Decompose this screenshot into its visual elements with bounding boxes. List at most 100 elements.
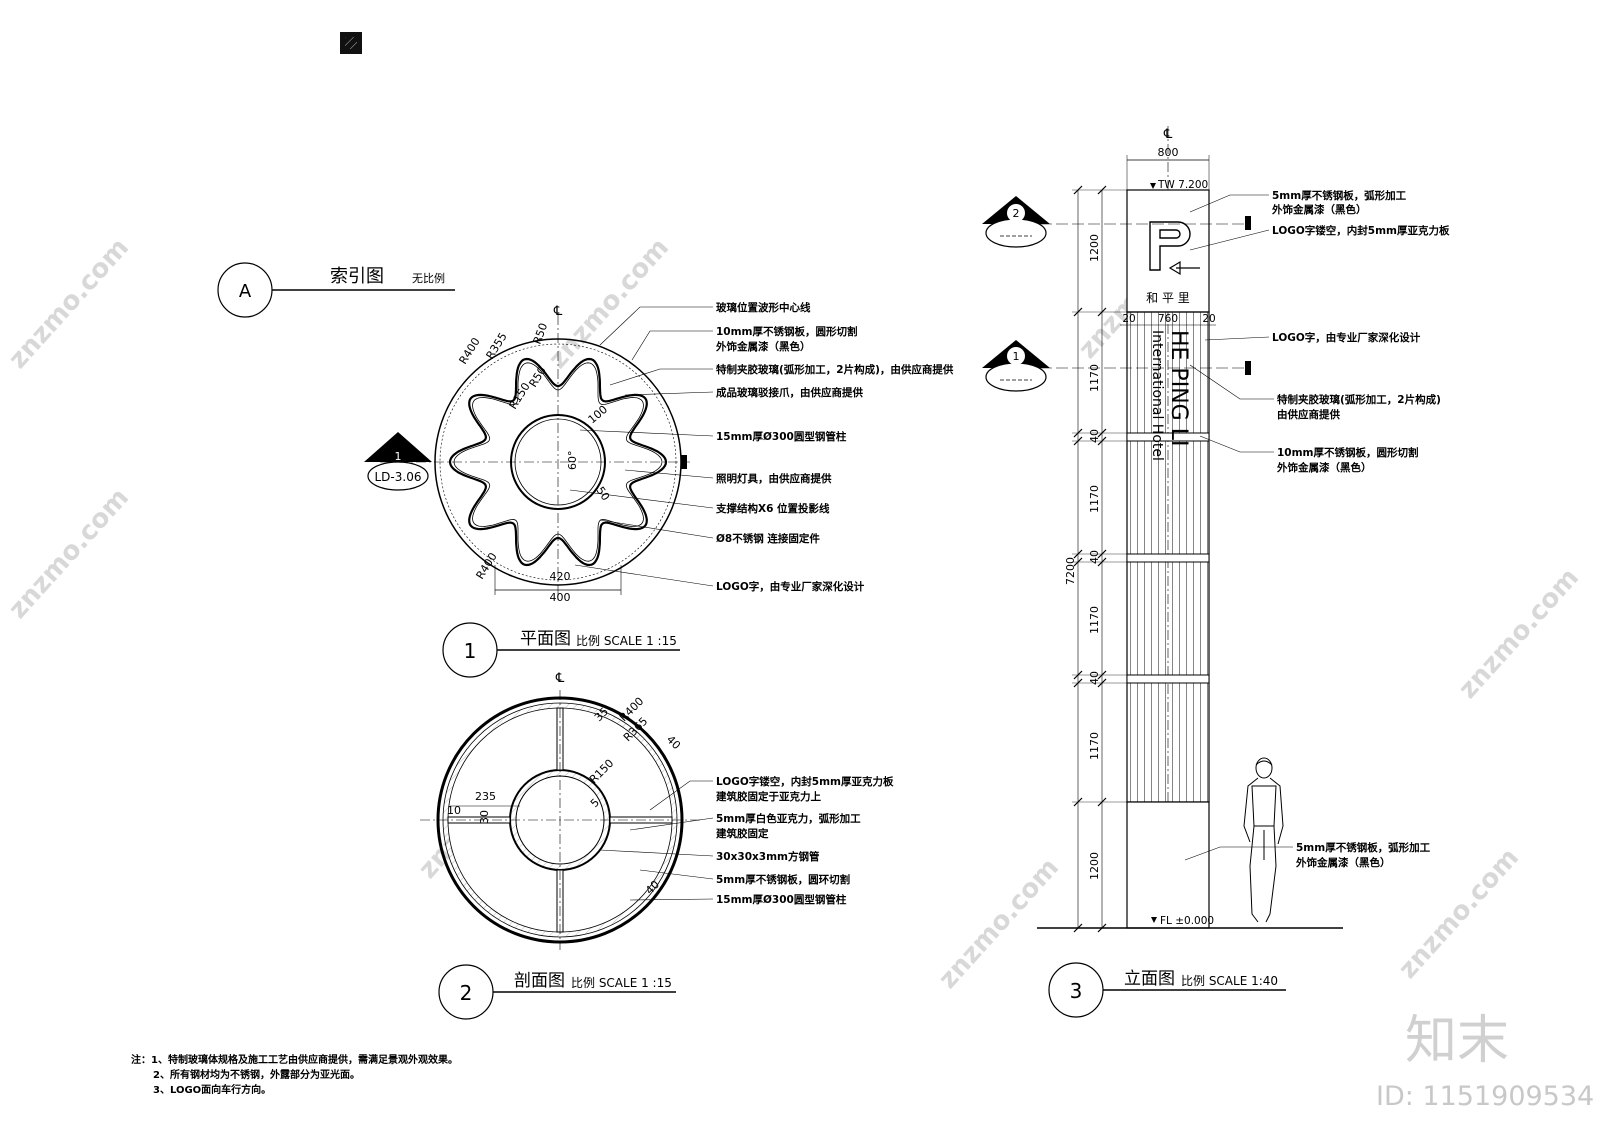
leader-line	[599, 306, 713, 346]
leader-line	[569, 489, 714, 509]
elevation-note: LOGO字镂空，内封5mm厚亚克力板	[1272, 224, 1450, 237]
elevation-left-dim: 40	[1088, 671, 1101, 685]
section-note: 建筑胶固定于亚克力上	[715, 790, 821, 803]
plan-dim-r50-a: R50	[531, 321, 551, 346]
elevation-left-dim: 1200	[1088, 234, 1101, 262]
section-note: 5mm厚不锈钢板，圆环切割	[716, 873, 850, 886]
human-scale-figure-icon	[1243, 757, 1284, 923]
plan-dim-r400-top: R400	[457, 335, 483, 366]
leader-line	[1204, 336, 1270, 341]
general-note: 3、LOGO面向车行方向。	[153, 1083, 271, 1096]
section-note: LOGO字镂空，内封5mm厚亚克力板	[716, 775, 894, 788]
brand-watermark: 知末 ID: 1151909534	[1376, 1011, 1594, 1112]
plan-note: 外饰金属漆（黑色）	[715, 340, 811, 353]
index-title-block: A 索引图 无比例	[217, 262, 455, 318]
plan-note: LOGO字，由专业厂家深化设计	[716, 580, 865, 593]
elevation-section-tag-1: 1	[982, 340, 1050, 392]
elevation-note: 外饰金属漆（黑色）	[1295, 856, 1391, 869]
section-title: 剖面图	[514, 971, 565, 991]
section-centerline-mark: ℄	[555, 671, 565, 686]
elevation-left-dim: 1170	[1088, 485, 1101, 513]
plan-note: 成品玻璃驳接爪，由供应商提供	[716, 386, 863, 399]
general-notes: 注：1、特制玻璃体规格及施工工艺由供应商提供，需满足景观外观效果。 2、所有钢材…	[131, 1053, 458, 1096]
elevation-subdim-left: 20	[1122, 313, 1135, 325]
elevation-tag-num: 2	[1013, 207, 1020, 220]
watermark-text: znzmo.com	[543, 233, 675, 375]
brand-logo-text: 知末	[1405, 1011, 1509, 1071]
plan-title-block: 1 平面图 比例 SCALE 1 :15	[442, 622, 680, 678]
elevation-note: 由供应商提供	[1277, 408, 1340, 421]
watermark-text: znzmo.com	[1453, 563, 1585, 705]
elevation-vertical-text-sub: International Hotel	[1149, 330, 1165, 461]
elevation-note: 特制夹胶玻璃(弧形加工，2片构成)	[1277, 393, 1441, 406]
plan-section-tag-ref: LD-3.06	[375, 470, 422, 484]
index-letter: A	[239, 281, 252, 302]
section-note: 建筑胶固定	[715, 827, 769, 840]
index-scale: 无比例	[412, 271, 445, 285]
section-scale: 比例 SCALE 1 :15	[571, 976, 672, 990]
leader-line	[574, 564, 714, 587]
watermark-text: znzmo.com	[933, 853, 1065, 995]
leader-line	[609, 368, 713, 386]
plan-dim-angle: 60°	[566, 451, 579, 471]
elevation-number: 3	[1070, 979, 1083, 1003]
elevation-left-dim: 1170	[1088, 606, 1101, 634]
watermark-text: znzmo.com	[3, 233, 135, 375]
plan-title: 平面图	[520, 629, 571, 649]
plan-centerline-mark: ℄	[553, 304, 563, 319]
section-note: 15mm厚Ø300圆型钢管柱	[716, 893, 847, 906]
watermark-text: znzmo.com	[3, 483, 135, 625]
elevation-top-dim: 800	[1158, 146, 1179, 159]
leader-line	[1189, 364, 1274, 400]
leader-line	[579, 429, 714, 437]
plan-note: 照明灯具，由供应商提供	[716, 472, 832, 485]
plan-dim-50: 50	[594, 484, 613, 503]
elevation-note: LOGO字，由专业厂家深化设计	[1272, 331, 1421, 344]
leader-line	[629, 817, 714, 831]
section-note: 30x30x3mm方钢管	[716, 850, 820, 863]
arrow-left-icon	[1168, 260, 1200, 276]
section-dim-10: 10	[447, 804, 461, 817]
leader-line	[624, 391, 714, 396]
section-title-block: 2 剖面图 比例 SCALE 1 :15	[438, 964, 676, 1020]
leader-line	[649, 780, 713, 811]
leader-line	[631, 330, 713, 361]
plan-note: 玻璃位置波形中心线	[716, 301, 811, 314]
plan-note: 支撑结构X6 位置投影线	[715, 502, 830, 515]
plan-notes: 玻璃位置波形中心线 10mm厚不锈钢板，圆形切割 外饰金属漆（黑色） 特制夹胶玻…	[569, 301, 954, 593]
plan-note: 特制夹胶玻璃(弧形加工，2片构成)，由供应商提供	[716, 363, 954, 376]
plan-dim-r150: R150	[507, 380, 533, 411]
elevation-note: 5mm厚不锈钢板，弧形加工	[1296, 841, 1431, 854]
elevation-left-dim: 1170	[1088, 732, 1101, 760]
section-notes: LOGO字镂空，内封5mm厚亚克力板 建筑胶固定于亚克力上 5mm厚白色亚克力，…	[599, 775, 894, 906]
elevation-subdim-mid: 760	[1158, 313, 1178, 325]
leader-line	[624, 469, 714, 479]
plan-scale: 比例 SCALE 1 :15	[576, 634, 677, 648]
elevation-vertical-text-main: HE PING LI	[1166, 330, 1191, 446]
brand-id-text: ID: 1151909534	[1376, 1081, 1594, 1112]
elevation-title-block: 3 立面图 比例 SCALE 1:40	[1048, 962, 1286, 1018]
elevation-title: 立面图	[1124, 969, 1175, 989]
section-view: ℄ R400 35 R365 40 R150 5 235 10 30 40	[420, 671, 700, 950]
plan-dim-r355: R355	[484, 330, 510, 361]
section-dim-30: 30	[478, 810, 491, 824]
plan-dim-420: 420	[550, 570, 571, 583]
elevation-sign-chars: 和 平 里	[1146, 291, 1190, 305]
elevation-notes: 5mm厚不锈钢板，弧形加工 外饰金属漆（黑色） LOGO字镂空，内封5mm厚亚克…	[1184, 189, 1450, 869]
plan-dim-400: 400	[550, 591, 571, 604]
elevation-total-height: 7200	[1064, 557, 1077, 585]
elevation-note: 外饰金属漆（黑色）	[1271, 203, 1367, 216]
elevation-note: 外饰金属漆（黑色）	[1276, 461, 1372, 474]
general-note: 注：1、特制玻璃体规格及施工工艺由供应商提供，需满足景观外观效果。	[131, 1053, 458, 1066]
leader-line	[1184, 846, 1293, 861]
elevation-fl-level: FL ±0.000	[1160, 915, 1214, 927]
plan-number: 1	[464, 639, 477, 663]
plan-note: 10mm厚不锈钢板，圆形切割	[716, 325, 858, 338]
elevation-subdim-right: 20	[1202, 313, 1215, 325]
leader-line	[629, 898, 714, 901]
leader-line	[1199, 435, 1274, 453]
elevation-centerline-mark: ℄	[1163, 127, 1173, 142]
elevation-left-dim: 40	[1088, 429, 1101, 443]
leader-line	[599, 849, 714, 857]
